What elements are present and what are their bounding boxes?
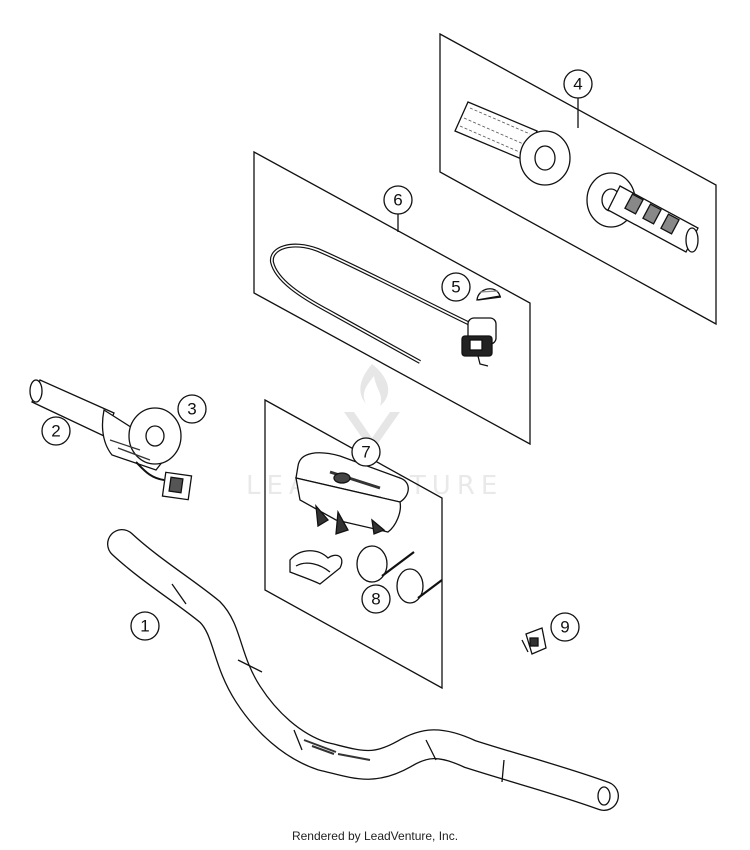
kill-switch-group [253,150,531,446]
callout-6[interactable]: 6 [383,185,413,215]
grips-group [439,32,717,326]
callout-3[interactable]: 3 [177,394,207,424]
throttle-assembly [29,379,193,501]
callout-label: 3 [187,400,196,419]
callout-label: 8 [371,590,380,609]
callout-label: 9 [560,618,569,637]
callout-2[interactable]: 2 [41,416,71,446]
callout-8[interactable]: 8 [361,584,391,614]
bar-clamp [521,627,547,655]
callout-label: 6 [393,191,402,210]
watermark-v-icon [344,412,400,452]
right-grip [586,172,699,253]
callout-label: 4 [573,75,582,94]
kill-switch-box [253,150,531,446]
callout-9[interactable]: 9 [550,612,580,642]
left-grip [454,101,571,186]
watermark-flame-icon [360,364,389,406]
callout-label: 1 [140,617,149,636]
handlebar-pad-group [264,398,443,690]
callout-4[interactable]: 4 [563,69,593,99]
callout-7[interactable]: 7 [351,437,381,467]
switch-button-cap [476,288,502,301]
handlebar-pad-box [264,398,443,690]
pad-clip [289,550,343,585]
grips-box [439,32,717,326]
switch-cable [269,243,471,364]
callout-label: 7 [361,443,370,462]
handlebar-pad [295,452,409,535]
callout-5[interactable]: 5 [441,272,471,302]
footer-credit: Rendered by LeadVenture, Inc. [291,829,459,843]
cable-ties [356,545,443,604]
callout-label: 5 [451,278,460,297]
callout-1[interactable]: 1 [130,611,160,641]
callout-label: 2 [51,422,60,441]
kill-switch [461,317,497,367]
handlebar [107,529,619,811]
